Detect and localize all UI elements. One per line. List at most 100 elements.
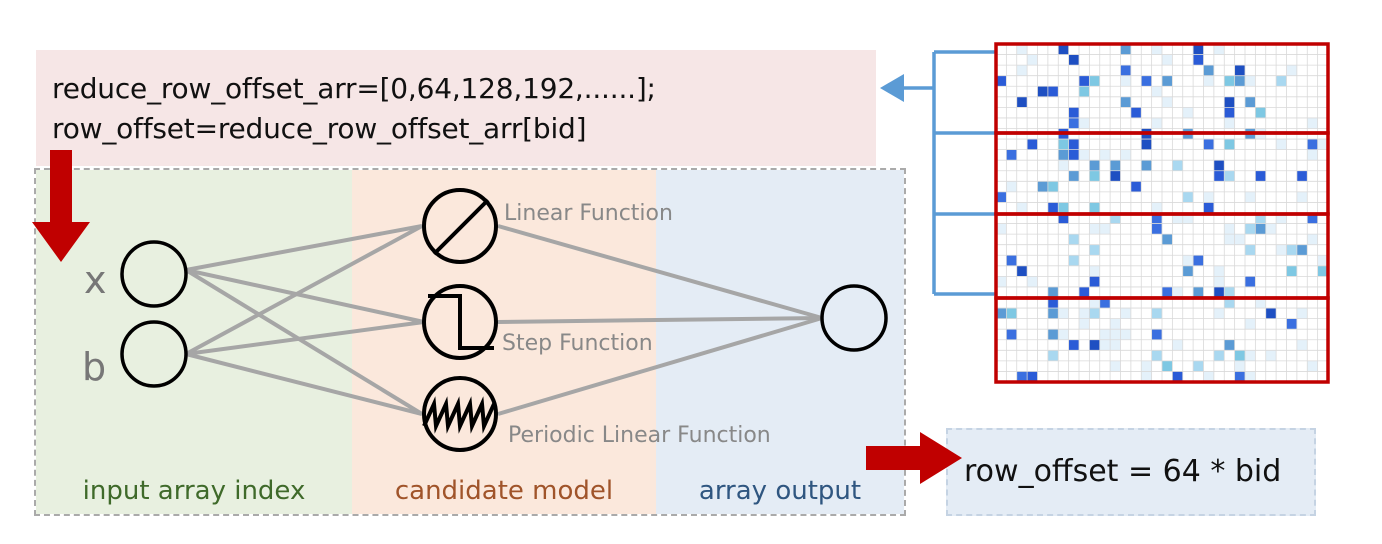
matrix-cell: [1089, 202, 1100, 213]
matrix-cell: [1245, 223, 1256, 235]
matrix-cell: [1296, 244, 1308, 256]
matrix-cell: [1234, 234, 1245, 245]
matrix-cell: [1047, 297, 1059, 309]
matrix-cell: [1006, 181, 1017, 192]
matrix-cell: [1317, 265, 1328, 277]
matrix-cell: [1089, 265, 1100, 277]
down-arrow-icon: [32, 150, 90, 262]
result-formula: row_offset = 64 * bid: [964, 454, 1282, 489]
matrix-cell: [1172, 339, 1183, 351]
matrix-cell: [1047, 308, 1059, 319]
matrix-cell: [1203, 65, 1214, 76]
matrix-cell: [1047, 350, 1059, 361]
matrix-cell: [1213, 350, 1225, 361]
matrix-cell: [1203, 191, 1214, 203]
matrix-cell: [1058, 213, 1069, 224]
matrix-cell: [1141, 360, 1152, 372]
matrix-cell: [1286, 265, 1297, 277]
model-section-label: candidate model: [394, 476, 614, 506]
matrix-cell: [1079, 308, 1090, 319]
matrix-cell: [996, 308, 1007, 319]
matrix-cell: [1307, 117, 1318, 129]
matrix-cell: [1286, 244, 1297, 256]
matrix-cell: [1079, 318, 1090, 330]
matrix-cell: [1120, 44, 1131, 55]
matrix-cell: [1151, 202, 1162, 213]
matrix-cell: [1317, 139, 1328, 150]
matrix-cell: [1058, 160, 1069, 171]
matrix-cell: [1099, 149, 1111, 161]
output-node: [820, 284, 888, 352]
edge: [185, 352, 423, 416]
matrix-cell: [1265, 308, 1277, 319]
matrix-cell: [1016, 202, 1028, 213]
matrix-cell: [1255, 223, 1266, 235]
matrix-cell: [1296, 308, 1308, 319]
matrix-cell: [1151, 350, 1162, 361]
matrix-cell: [1307, 213, 1318, 224]
matrix-cell: [1058, 329, 1069, 340]
matrix-cell: [1110, 329, 1121, 340]
matrix-cell: [1245, 191, 1256, 203]
matrix-cell: [1068, 139, 1079, 150]
matrix-cell: [1276, 75, 1287, 87]
matrix-cell: [1079, 75, 1090, 87]
input-node-b: [120, 320, 188, 388]
matrix-cell: [1162, 54, 1173, 66]
matrix-cell: [1068, 170, 1079, 182]
matrix-cell: [1141, 371, 1152, 382]
row-block: [994, 296, 1330, 384]
matrix-cell: [1203, 75, 1214, 87]
matrix-cell: [996, 223, 1007, 235]
matrix-cell: [1255, 170, 1266, 182]
matrix-cell: [1224, 286, 1235, 298]
matrix-cell: [1255, 213, 1266, 224]
matrix-cell: [1213, 308, 1225, 319]
matrix-cell: [1172, 286, 1183, 298]
matrix-cell: [1234, 65, 1245, 76]
matrix-cell: [1276, 213, 1287, 224]
matrix-cell: [1027, 371, 1038, 382]
matrix-cell: [1276, 139, 1287, 150]
matrix-cell: [1213, 286, 1225, 298]
edge: [185, 224, 423, 356]
matrix-cell: [1089, 339, 1100, 351]
matrix-cell: [1027, 139, 1038, 150]
matrix-cell: [1016, 44, 1028, 55]
matrix-cell: [1099, 223, 1111, 235]
matrix-cell: [1151, 308, 1162, 319]
matrix-cell: [1265, 223, 1277, 235]
matrix-cell: [1016, 371, 1028, 382]
matrix-cell: [1089, 75, 1100, 87]
matrix-cell: [1182, 255, 1194, 266]
matrix-cell: [1110, 339, 1121, 351]
matrix-cell: [1058, 308, 1069, 319]
matrix-cell: [1027, 276, 1038, 287]
matrix-cell: [1224, 339, 1235, 351]
input-node-x: [120, 240, 188, 308]
matrix-cell: [1058, 149, 1069, 161]
matrix-cell: [1079, 86, 1090, 97]
edge: [497, 316, 823, 416]
matrix-cell: [1130, 107, 1142, 118]
matrix-cell: [1089, 276, 1100, 287]
matrix-cell: [1162, 286, 1173, 298]
matrix-cell: [1182, 107, 1194, 118]
matrix-cell: [1224, 297, 1235, 309]
matrix-cell: [1203, 202, 1214, 213]
input-section: input array index: [36, 170, 352, 514]
matrix-cell: [1068, 149, 1079, 161]
matrix-cell: [1120, 329, 1131, 340]
matrix-cell: [1193, 54, 1204, 66]
matrix-cell: [1058, 139, 1069, 150]
matrix-cell: [1286, 318, 1297, 330]
matrix-cell: [1213, 265, 1225, 277]
matrix-cell: [1068, 255, 1079, 266]
matrix-cell: [1245, 276, 1256, 287]
matrix-cell: [1172, 160, 1183, 171]
input-label-x: x: [84, 258, 107, 302]
row-block-connector: [900, 50, 996, 296]
matrix-cell: [1079, 286, 1090, 298]
matrix-cell: [1193, 360, 1204, 372]
matrix-cell: [1047, 86, 1059, 97]
